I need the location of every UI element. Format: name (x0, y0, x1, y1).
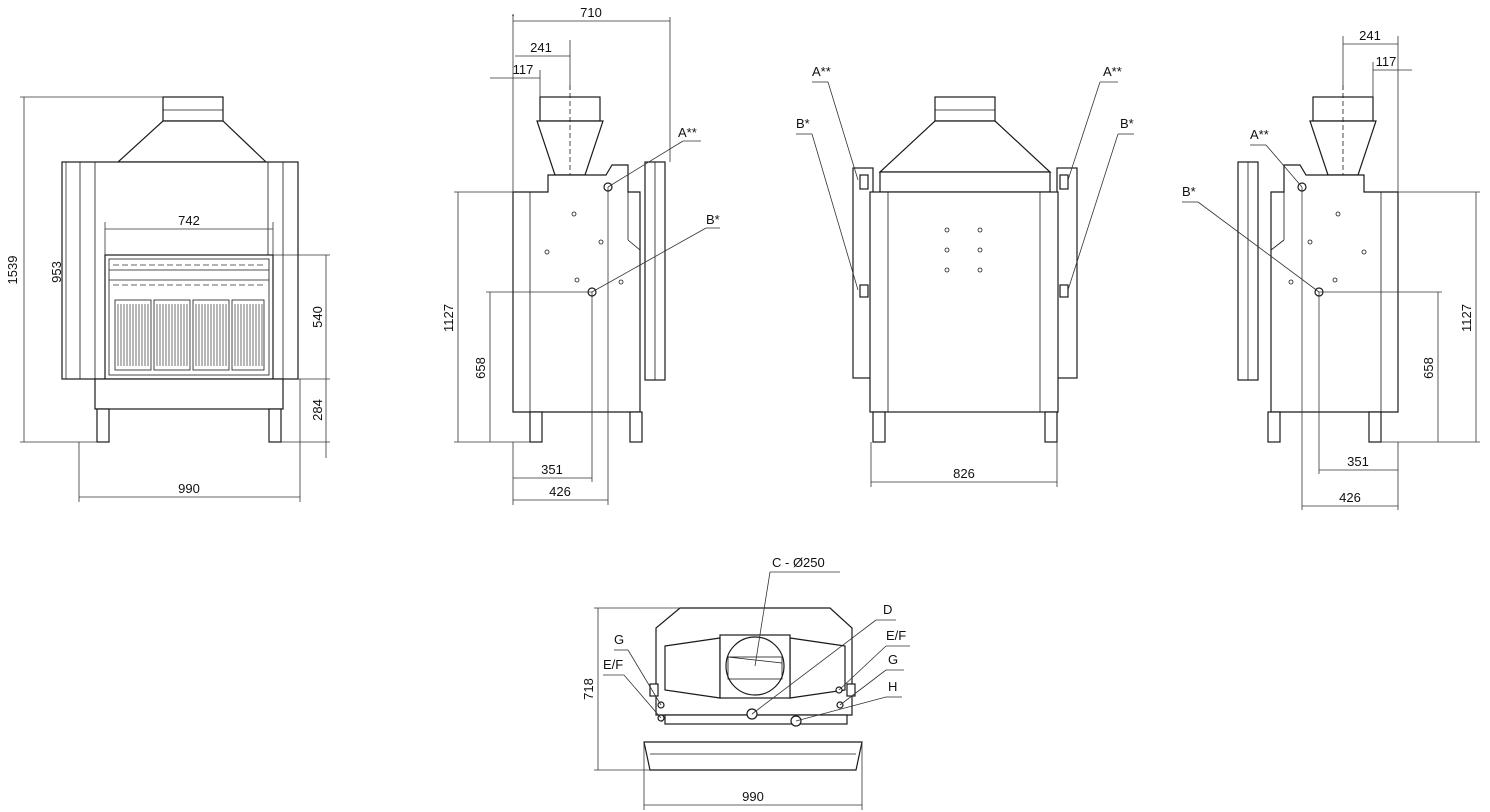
label-a-right: A** (1103, 64, 1122, 79)
label-a: A** (678, 125, 697, 140)
dim-height: 1127 (1459, 304, 1474, 332)
label-h: H (888, 679, 897, 694)
side-view-right: A** B* 241 117 1127 658 351 426 (1182, 28, 1480, 510)
dim-door-height: 540 (310, 306, 325, 328)
label-b: B* (1182, 184, 1196, 199)
flue-collar (934, 96, 996, 122)
flue-collar (162, 96, 224, 122)
hood (116, 120, 268, 163)
leg-right (268, 408, 282, 443)
label-b-right: B* (1120, 116, 1134, 131)
dim-width: 990 (742, 789, 764, 804)
dim-depth-total: 710 (580, 5, 602, 20)
label-flue: C - Ø250 (772, 555, 825, 570)
dim-offset-117: 117 (513, 62, 534, 77)
side-body (1270, 164, 1399, 413)
label-a-left: A** (812, 64, 831, 79)
side-body (512, 164, 641, 413)
dim-height-total: 1539 (5, 256, 20, 285)
leg-left (96, 408, 110, 443)
label-b: B* (706, 212, 720, 227)
label-a: A** (1250, 127, 1269, 142)
dim-offset-117: 117 (1376, 54, 1397, 69)
dim-depth-426: 426 (549, 484, 571, 499)
base (94, 378, 284, 410)
door-grates (114, 299, 265, 371)
back-body (869, 191, 1059, 413)
dim-depth: 718 (581, 678, 596, 700)
label-g-left: G (614, 632, 624, 647)
label-ef-left: E/F (603, 657, 623, 672)
dim-height-b: 658 (473, 357, 488, 379)
dim-depth-426: 426 (1339, 490, 1361, 505)
front-view: 1539 953 742 540 284 990 (5, 96, 330, 502)
back-view: A** B* A** B* 826 (796, 64, 1134, 487)
label-b-left: B* (796, 116, 810, 131)
dim-depth-351: 351 (1347, 454, 1369, 469)
dim-height-b: 658 (1421, 357, 1436, 379)
dim-door-width: 742 (178, 213, 200, 228)
dim-width: 990 (178, 481, 200, 496)
hearth-plate (643, 741, 863, 771)
dim-height-body: 953 (49, 261, 64, 283)
dim-width: 826 (953, 466, 975, 481)
label-ef-right: E/F (886, 628, 906, 643)
dim-offset-241: 241 (1359, 28, 1381, 43)
top-view: C - Ø250 D E/F G H G E/F 718 990 (581, 555, 910, 810)
dim-height: 1127 (441, 304, 456, 332)
dim-depth-351: 351 (541, 462, 563, 477)
label-g-right: G (888, 652, 898, 667)
hood-back (878, 120, 1052, 173)
duct-left (664, 637, 721, 699)
side-view-left: A** B* 710 241 117 1127 658 351 426 (441, 5, 720, 505)
dim-offset-241: 241 (530, 40, 552, 55)
dim-leg-height: 284 (310, 399, 325, 421)
label-d: D (883, 602, 892, 617)
